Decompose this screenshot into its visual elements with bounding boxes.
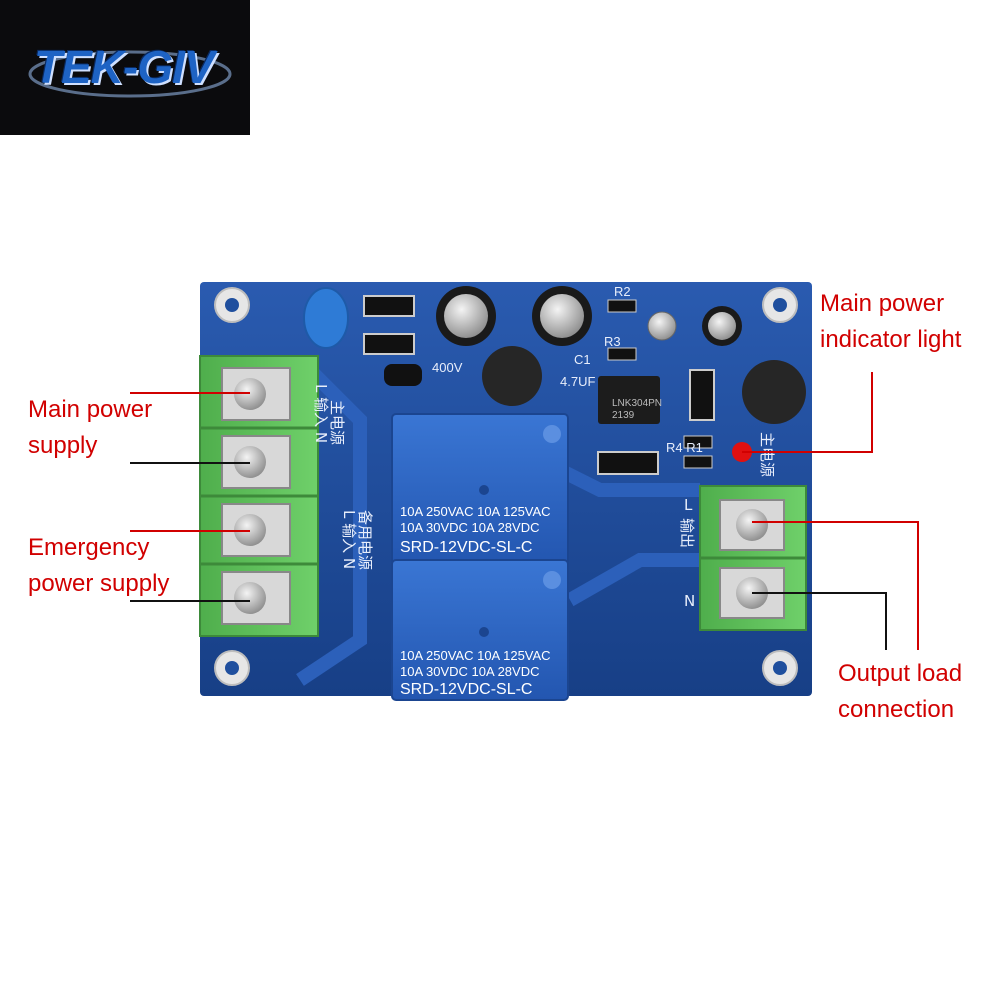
logo-swoosh-icon — [28, 50, 232, 98]
label-output-load: Output load connection — [838, 660, 963, 723]
label-main-power-supply: Main power supply — [28, 396, 153, 459]
silk-r4r1: R4 R1 — [666, 440, 703, 455]
transistor — [384, 364, 422, 386]
relay-top-line2: 10A 30VDC 10A 28VDC — [400, 520, 539, 535]
silk-main-input: 主电源 — [328, 400, 346, 445]
small-capacitor — [647, 311, 677, 341]
logo-text: TEK-GIV — [34, 41, 215, 93]
label-emergency-power-supply: Emergency power supply — [28, 534, 170, 597]
silk-ic-text: LNK304PN — [612, 398, 662, 409]
relay-bottom-line2: 10A 30VDC 10A 28VDC — [400, 664, 539, 679]
inductor — [482, 346, 542, 406]
diode — [597, 451, 659, 475]
silk-r3: R3 — [604, 334, 621, 349]
silk-backup-input-2: L 输入 N — [340, 510, 358, 569]
ceramic-capacitor — [303, 287, 349, 349]
relay-bottom-model: SRD-12VDC-SL-C — [400, 681, 532, 698]
silk-main-input-2: L 输入 N — [312, 384, 330, 443]
leader-output-L — [752, 521, 919, 650]
pcb-trace — [556, 463, 700, 497]
ic-chip — [598, 376, 660, 424]
smd-resistor — [683, 435, 713, 449]
silk-ic-code: 2139 — [612, 410, 635, 421]
silk-c1: C1 — [574, 352, 591, 367]
leader-output-N — [752, 592, 887, 650]
silk-output-N: N — [684, 592, 695, 610]
inductor — [742, 360, 806, 424]
pcb-trace — [566, 553, 700, 607]
diode — [363, 333, 415, 355]
brand-logo: TEK-GIV — [0, 0, 250, 135]
silk-backup-input: 备用电源 — [356, 510, 374, 570]
silk-output-L: L — [684, 496, 693, 514]
smd-resistor — [607, 299, 637, 313]
silk-r2: R2 — [614, 284, 631, 299]
silk-output-cn: 输出 — [678, 518, 696, 548]
leader-indicator — [742, 372, 873, 453]
diode — [363, 295, 415, 317]
label-main-power-indicator: Main power indicator light — [820, 290, 962, 353]
pcb-trace — [295, 355, 367, 686]
silk-cap-voltage: 400V — [432, 360, 463, 375]
relay-top-line1: 10A 250VAC 10A 125VAC — [400, 504, 551, 519]
relay-top-model: SRD-12VDC-SL-C — [400, 539, 532, 556]
smd-resistor — [607, 347, 637, 361]
relay-bottom-line1: 10A 250VAC 10A 125VAC — [400, 648, 551, 663]
silk-indicator: 主电源 — [758, 432, 776, 477]
silk-cap-value: 4.7UF — [560, 374, 595, 389]
smd-component — [689, 369, 715, 421]
smd-resistor — [683, 455, 713, 469]
